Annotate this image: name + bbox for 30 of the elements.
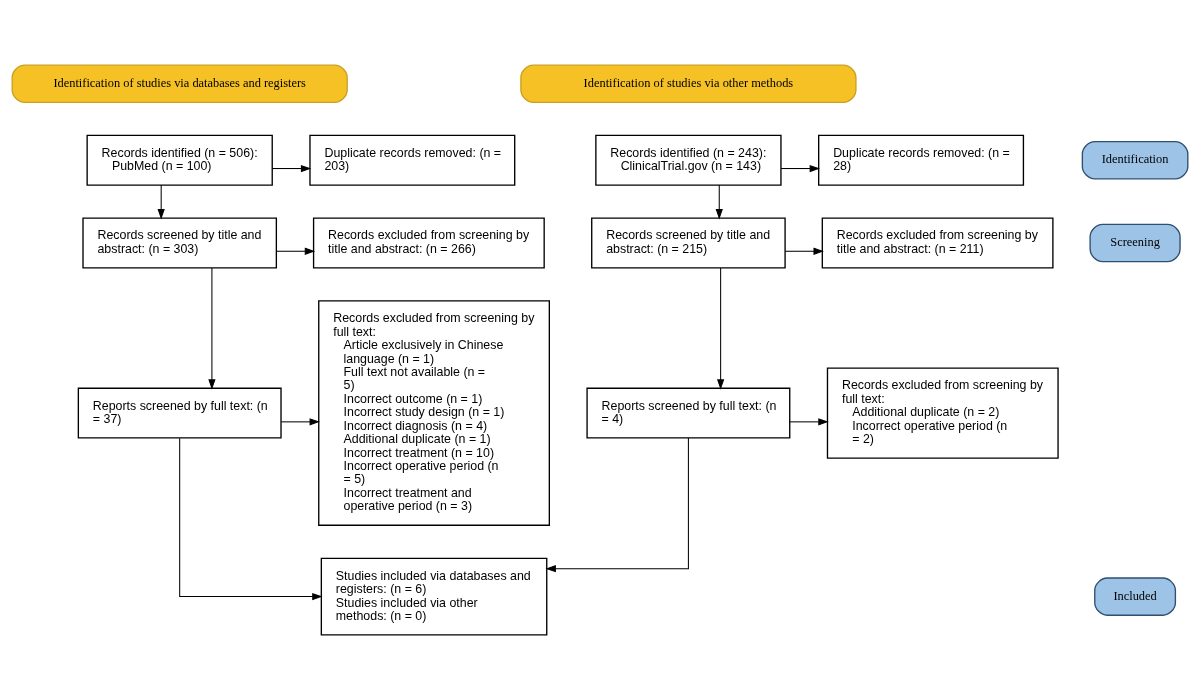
arrow — [179, 437, 323, 601]
node-box: Records excluded from screening by title and abstract: (n = 211) — [821, 217, 1054, 269]
node-box: Records identified (n = 243): ClinicalTrial.gov (n = 143) — [595, 134, 782, 186]
node-box: Records excluded from screening by full text: Additional duplicate (n = 2) Incorrect operative period (n = 2) — [826, 367, 1059, 459]
arrow — [280, 418, 320, 426]
arrow — [275, 247, 316, 255]
arrow — [157, 184, 165, 220]
arrow — [780, 164, 820, 173]
node-box: Records identified (n = 506): PubMed (n = 100) — [86, 134, 273, 186]
node-box: Identification of studies via other methods — [520, 64, 857, 104]
node-box: Included — [1094, 577, 1177, 616]
arrow — [208, 267, 216, 390]
node-box: Identification — [1081, 141, 1189, 180]
arrow — [545, 437, 689, 573]
node-box: Studies included via databases and registers: (n = 6) Studies included via other methods: (n = 0) — [320, 557, 548, 636]
arrow — [789, 418, 829, 426]
node-box: Identification of studies via databases and registers — [11, 64, 348, 104]
node-box: Screening — [1089, 223, 1181, 263]
node-box: Duplicate records removed: (n = 203) — [309, 134, 516, 186]
arrow — [784, 247, 824, 255]
node-box: Duplicate records removed: (n = 28) — [818, 134, 1025, 186]
node-box: Records screened by title and abstract: (n = 215) — [591, 217, 786, 269]
arrow — [717, 267, 725, 390]
node-box: Reports screened by full text: (n = 4) — [586, 387, 791, 439]
node-box: Records screened by title and abstract: (n = 303) — [82, 217, 278, 269]
arrow — [715, 184, 723, 220]
node-box: Records excluded from screening by title and abstract: (n = 266) — [312, 217, 545, 269]
arrow — [271, 164, 312, 173]
node-box: Records excluded from screening by full text: Article exclusively in Chinese language (n = 1) Full text not available (n = 5) Incorrect outcome (n = 1) Incorrect study design (n = 1) Incorrect diagnosis (n = 4) Additional duplicate (n = 1) Incorrect treatment (n = 10) Incorrect operative period (n = 5) Incorrect treatment and operative period (n = 3) — [318, 300, 550, 526]
node-box: Reports screened by full text: (n = 37) — [77, 387, 282, 439]
